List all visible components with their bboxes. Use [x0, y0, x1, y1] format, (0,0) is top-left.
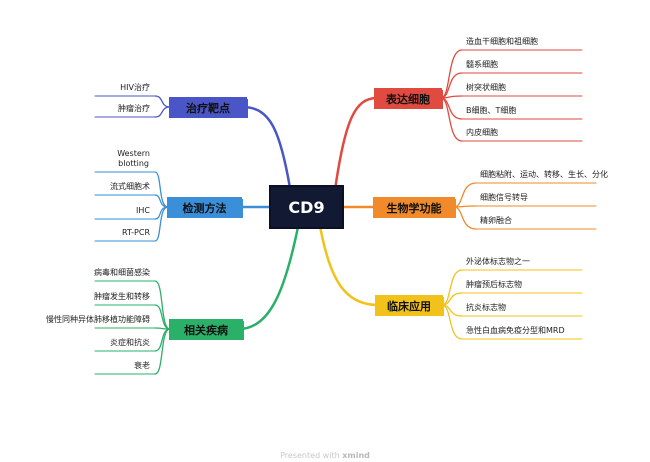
- leaf-detection-2[interactable]: 流式细胞术: [110, 182, 150, 191]
- connector-function-3: [453, 206, 477, 230]
- leaf-clinical-2[interactable]: 肿瘤预后标志物: [466, 280, 522, 289]
- leaf-function-2[interactable]: 细胞信号转导: [480, 193, 528, 202]
- connector-expression-2: [440, 72, 463, 99]
- central-topic[interactable]: CD9: [271, 187, 342, 227]
- branch-clinical-application[interactable]: 临床应用: [376, 296, 442, 315]
- leaf-clinical-4[interactable]: 急性白血病免疫分型和MRD: [466, 326, 565, 335]
- connector-target: [242, 105, 292, 190]
- branch-therapeutic-target[interactable]: 治疗靶点: [170, 98, 246, 117]
- connector-clinical-1: [441, 269, 463, 306]
- connector-clinical-4: [441, 304, 463, 340]
- leaf-function-1[interactable]: 细胞粘附、运动、转移、生长、分化: [480, 170, 608, 179]
- leaf-disease-5[interactable]: 衰老: [134, 361, 150, 370]
- branch-related-diseases[interactable]: 相关疾病: [170, 320, 242, 339]
- connector-expression-1: [440, 49, 463, 99]
- leaf-detection-1[interactable]: Western blotting: [117, 149, 150, 168]
- leaf-clinical-1[interactable]: 外泌体标志物之一: [466, 257, 530, 266]
- connector-detection-4: [154, 206, 169, 242]
- leaf-target-2[interactable]: 肿瘤治疗: [118, 104, 150, 113]
- leaf-expression-3[interactable]: 树突状细胞: [466, 83, 506, 92]
- connector-detection-1: [154, 171, 169, 208]
- leaf-disease-2[interactable]: 肿瘤发生和转移: [94, 292, 150, 301]
- leaf-target-1[interactable]: HIV治疗: [120, 83, 150, 92]
- connector-expression: [333, 96, 379, 192]
- connector-disease-2: [154, 304, 171, 330]
- branch-biological-function-label: 生物学功能: [386, 201, 442, 215]
- branch-clinical-application-label: 临床应用: [387, 299, 431, 313]
- leaf-clinical-3[interactable]: 抗炎标志物: [466, 303, 506, 312]
- footer-prefix: Presented with: [280, 451, 340, 460]
- connector-disease: [238, 225, 300, 331]
- leaf-detection-3[interactable]: IHC: [136, 206, 150, 215]
- connector-target-1: [154, 95, 171, 108]
- leaf-expression-2[interactable]: 髓系细胞: [466, 60, 498, 69]
- footer-brand: xmind: [342, 451, 370, 460]
- connector-target-2: [154, 106, 171, 118]
- connector-disease-1: [154, 280, 171, 330]
- connector-expression-4: [440, 97, 463, 120]
- connector-expression-5: [440, 97, 463, 142]
- branch-expression-cells-label: 表达细胞: [386, 92, 430, 106]
- branch-detection-methods[interactable]: 检测方法: [168, 198, 241, 217]
- leaf-disease-4[interactable]: 炎症和抗炎: [110, 338, 150, 347]
- branch-expression-cells[interactable]: 表达细胞: [375, 89, 441, 108]
- leaf-expression-5[interactable]: 内皮细胞: [466, 128, 498, 137]
- branch-therapeutic-target-label: 治疗靶点: [186, 101, 230, 115]
- connector-function-1: [453, 182, 477, 208]
- leaf-expression-4[interactable]: B细胞、T细胞: [466, 106, 517, 115]
- leaf-disease-3[interactable]: 慢性同种异体肺移植功能障碍: [46, 315, 150, 324]
- branch-detection-methods-label: 检测方法: [182, 201, 227, 215]
- branch-biological-function[interactable]: 生物学功能: [374, 198, 454, 217]
- presented-with-footer: Presented with xmind: [0, 451, 650, 460]
- connector-clinical: [318, 224, 380, 307]
- leaf-detection-4[interactable]: RT-PCR: [122, 228, 150, 237]
- leaf-function-3[interactable]: 精卵融合: [480, 216, 512, 225]
- leaf-disease-1[interactable]: 病毒和细菌感染: [94, 268, 150, 277]
- branch-related-diseases-label: 相关疾病: [184, 323, 228, 337]
- leaf-expression-1[interactable]: 造血干细胞和祖细胞: [466, 37, 538, 46]
- connector-disease-5: [154, 328, 171, 375]
